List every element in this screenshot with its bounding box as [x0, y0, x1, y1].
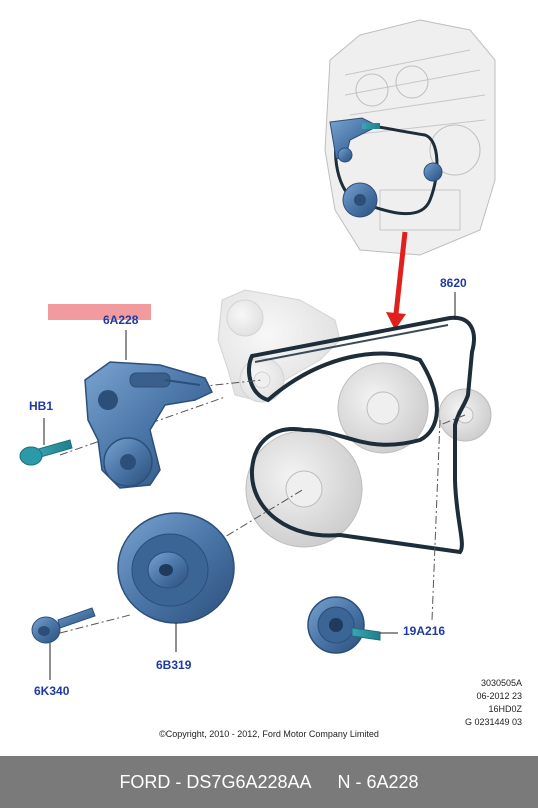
callout-crank-bolt[interactable]: 6K340: [34, 684, 70, 698]
meta-ref: G 0231449 03: [464, 717, 522, 727]
callout-crank-pulley[interactable]: 6B319: [156, 658, 192, 672]
copyright-text: ©Copyright, 2010 - 2012, Ford Motor Comp…: [159, 729, 379, 739]
drive-belt: [247, 315, 476, 555]
tensioner-bolt: [19, 418, 73, 466]
meta-block: 3030505A 06-2012 23 16HD0Z G 0231449 03: [465, 677, 522, 729]
crankshaft-pulley: [117, 512, 235, 652]
callout-bolt[interactable]: HB1: [29, 399, 54, 413]
crankshaft-bolt: [31, 607, 96, 680]
idler-pulley: [307, 596, 398, 654]
callout-idler[interactable]: 19A216: [403, 624, 446, 638]
footer-part-name: N - 6A228: [337, 771, 419, 792]
callout-tensioner[interactable]: 6A228: [103, 313, 139, 327]
meta-code: 3030505A: [480, 678, 522, 688]
engine-highlighted-parts: [329, 117, 443, 218]
meta-date: 06-2012 23: [476, 691, 522, 701]
ghost-crank-pulley: [245, 430, 363, 548]
engine-belt: [334, 123, 439, 216]
callout-belt[interactable]: 8620: [440, 276, 467, 290]
footer-bar: FORD - DS7G6A228AA N - 6A228: [0, 756, 538, 808]
ghost-bracket: [217, 289, 341, 403]
pointer-arrow: [386, 231, 408, 330]
parts-diagram: [19, 19, 496, 680]
footer-part-number: FORD - DS7G6A228AA: [119, 771, 312, 792]
meta-engine: 16HD0Z: [488, 704, 522, 714]
ghost-alternator-pulley: [337, 362, 429, 454]
highlight-bar: [48, 304, 151, 320]
tensioner-assembly: [84, 361, 214, 489]
